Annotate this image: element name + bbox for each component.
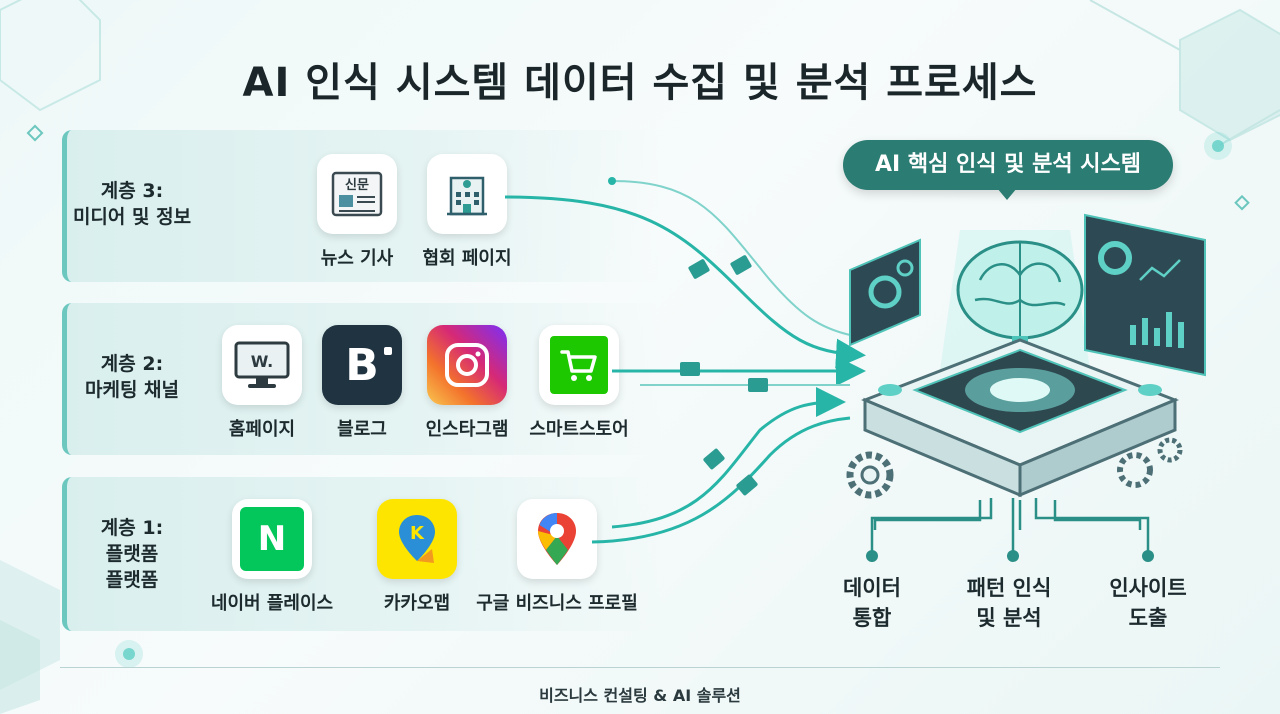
newspaper-icon: 신문 — [317, 154, 397, 234]
bubble-tail — [997, 188, 1017, 200]
app-name: 홈페이지 — [228, 419, 296, 440]
svg-text:W.: W. — [251, 352, 273, 371]
core-system-label: AI 핵심 인식 및 분석 시스템 — [843, 140, 1173, 190]
app-name: 뉴스 기사 — [320, 248, 394, 269]
tier-3-label: 계층 3: 미디어 및 정보 — [72, 180, 192, 228]
app-name: 블로그 — [337, 419, 387, 440]
google-maps-icon — [517, 499, 597, 579]
output-data-integration: 데이터 통합 — [843, 576, 901, 630]
instagram-icon — [427, 325, 507, 405]
tier-2-label: 계층 2: 마케팅 채널 — [84, 353, 179, 401]
monitor-icon: W. — [222, 325, 302, 405]
blog-icon: B — [322, 325, 402, 405]
app-kakaomap[interactable]: K 카카오맵 — [367, 499, 467, 615]
app-name: 네이버 플레이스 — [210, 593, 334, 614]
tier-1-label: 계층 1: 플랫폼 플랫폼 — [100, 517, 164, 591]
tier-2-panel: 계층 2: 마케팅 채널 W. 홈페이지 B 블로그 인스타그램 — [62, 303, 662, 455]
app-news-article[interactable]: 신문 뉴스 기사 — [307, 154, 407, 270]
platform-base — [860, 338, 1180, 498]
output-connector-dots — [866, 550, 1154, 562]
naver-icon: N — [232, 499, 312, 579]
gear-icon — [846, 451, 894, 499]
svg-text:K: K — [410, 523, 425, 544]
tier-3-panel: 계층 3: 미디어 및 정보 신문 뉴스 기사 — [62, 130, 662, 282]
output-insight: 인사이트 도출 — [1109, 576, 1187, 630]
app-google-business-profile[interactable]: 구글 비즈니스 프로필 — [467, 499, 647, 615]
app-name: 카카오맵 — [383, 593, 451, 614]
brain-icon — [956, 240, 1084, 358]
app-association-page[interactable]: 협회 페이지 — [412, 154, 522, 270]
app-homepage[interactable]: W. 홈페이지 — [212, 325, 312, 441]
ai-core-illustration — [846, 213, 1206, 530]
gear-panel — [849, 238, 921, 347]
output-pattern-recognition: 패턴 인식 및 분석 — [966, 576, 1052, 630]
shopping-cart-icon — [539, 325, 619, 405]
page-title: AI 인식 시스템 데이터 수집 및 분석 프로세스 — [242, 60, 1038, 106]
app-smartstore[interactable]: 스마트스토어 — [519, 325, 639, 441]
kakaomap-icon: K — [377, 499, 457, 579]
dashboard-panel — [1084, 213, 1206, 377]
app-name: 협회 페이지 — [422, 248, 512, 269]
tier-1-panel: 계층 1: 플랫폼 플랫폼 N 네이버 플레이스 K 카카오맵 — [62, 477, 662, 631]
app-blog[interactable]: B 블로그 — [312, 325, 412, 441]
building-icon — [427, 154, 507, 234]
app-name: 인스타그램 — [425, 419, 509, 440]
app-naver-place[interactable]: N 네이버 플레이스 — [202, 499, 342, 615]
footer-divider — [60, 667, 1220, 668]
footer-text: 비즈니스 컨설팅 & AI 솔루션 — [539, 686, 741, 705]
output-connectors — [870, 498, 1150, 554]
app-name: 구글 비즈니스 프로필 — [476, 593, 638, 614]
svg-text:신문: 신문 — [345, 178, 369, 193]
app-name: 스마트스토어 — [529, 419, 629, 440]
gear-icon — [1117, 437, 1183, 488]
app-instagram[interactable]: 인스타그램 — [412, 325, 522, 441]
